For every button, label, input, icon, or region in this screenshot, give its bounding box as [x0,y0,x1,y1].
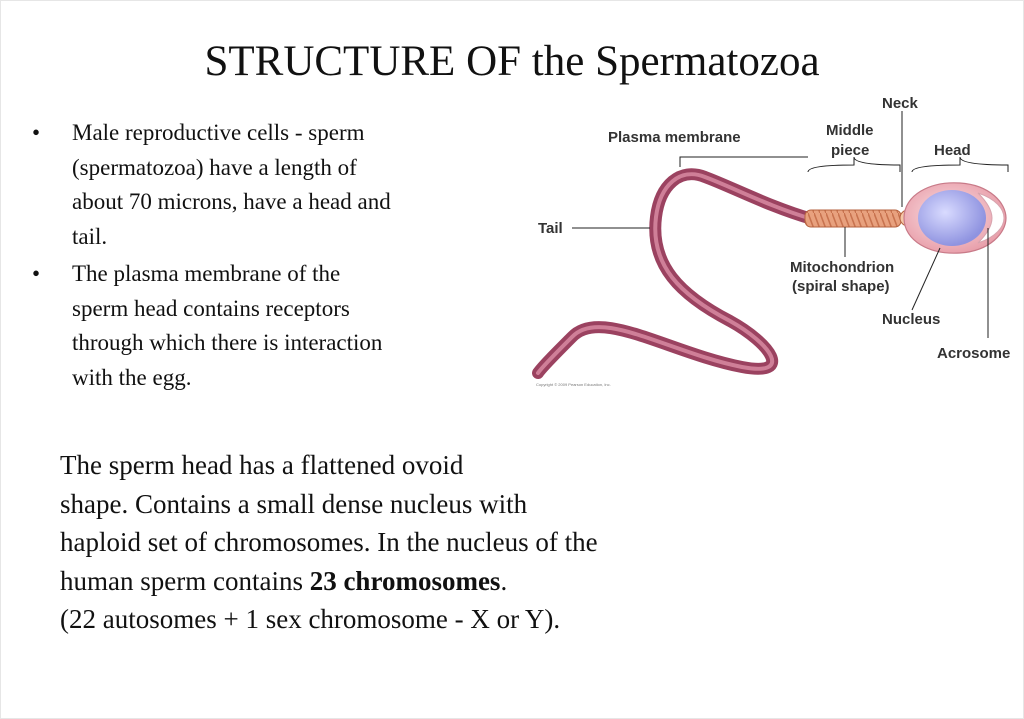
bullet-line: (spermatozoa) have a length of [72,154,357,180]
bullet-item: • The plasma membrane of the sperm head … [30,257,490,395]
label-tail: Tail [538,220,563,237]
sperm-diagram-svg: Neck Plasma membrane Middle piece Head T… [532,95,1010,387]
paragraph-text: human sperm contains [60,565,310,596]
head-bracket [911,156,1009,173]
bullet-list: • Male reproductive cells - sperm (sperm… [30,116,490,398]
bullet-line: about 70 microns, have a head and [72,189,391,214]
middle-piece-bracket [807,156,901,173]
sperm-diagram: Neck Plasma membrane Middle piece Head T… [520,85,1024,395]
slide-title: STRUCTURE OF the Spermatozoa [204,38,820,85]
label-middle-piece-2: piece [831,142,869,159]
bullet-line: through which there is interaction [72,330,383,355]
paragraph-text: . [500,565,508,596]
nucleus-shape [918,190,986,246]
tail-highlight [536,172,814,375]
bullet-line: with the egg. [72,364,192,390]
bullet-marker: • [32,261,41,286]
plasma-membrane-leader-line [679,156,808,167]
label-neck: Neck [882,95,919,112]
label-nucleus: Nucleus [882,311,940,328]
copyright-note: Copyright © 2009 Pearson Education, Inc. [536,382,611,387]
chromosome-count-emphasis: 23 chromosomes [309,565,501,596]
label-middle-piece-1: Middle [826,122,874,139]
paragraph-line: The sperm head has a flattened ovoid [60,450,464,480]
bullet-line: sperm head contains receptors [72,295,350,321]
label-plasma-membrane: Plasma membrane [608,129,741,146]
nucleus-leader-line [911,247,941,311]
paragraph-line-with-emphasis: human sperm contains 23 chromosomes. [60,562,740,601]
head-description-paragraph: The sperm head has a flattened ovoid sha… [60,446,740,639]
bullet-marker: • [32,120,41,145]
label-acrosome: Acrosome [937,345,1010,362]
paragraph-line: haploid set of chromosomes. In the nucle… [60,527,598,557]
paragraph-line: shape. Contains a small dense nucleus wi… [60,488,528,519]
middle-piece-shape [804,209,902,228]
bullet-line: Male reproductive cells - sperm [72,120,365,145]
label-head: Head [934,142,971,159]
bullet-line: The plasma membrane of the [72,261,341,286]
label-mitochondrion-1: Mitochondrion [790,259,894,276]
label-mitochondrion-2: (spiral shape) [792,278,890,295]
paragraph-line: (22 autosomes + 1 sex chromosome - X or … [60,604,561,634]
bullet-item: • Male reproductive cells - sperm (sperm… [30,116,490,254]
bullet-line: tail. [72,223,108,249]
acrosome-shape [977,192,1005,244]
